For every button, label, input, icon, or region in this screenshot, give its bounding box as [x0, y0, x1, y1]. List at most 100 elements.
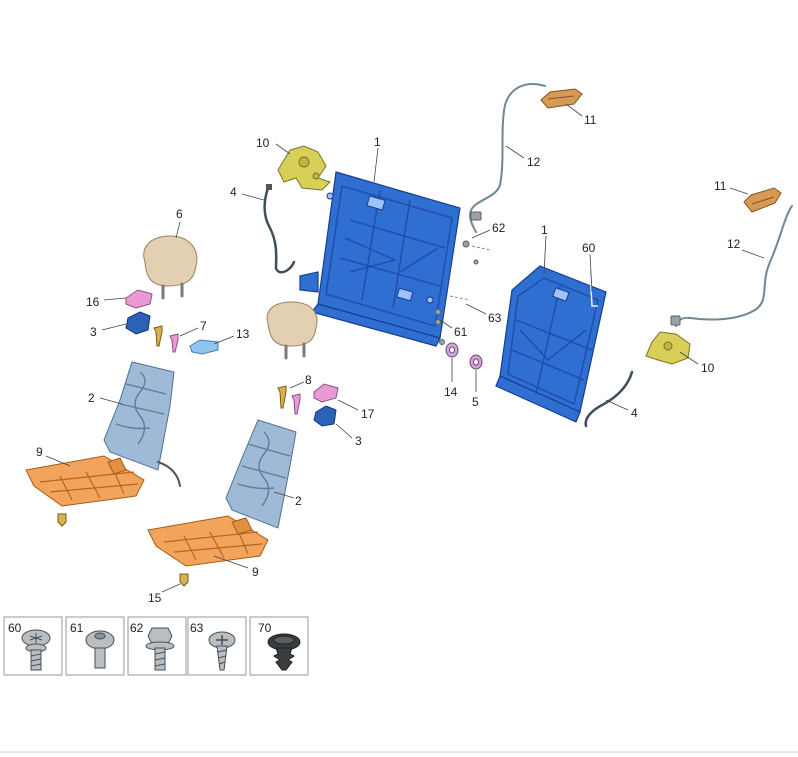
callout-label: 61	[454, 325, 468, 339]
callout-6: 6	[175, 207, 183, 239]
dome-head-torx-bolt-icon	[85, 630, 115, 669]
callout-label: 62	[492, 221, 506, 235]
callout-label: 11	[714, 179, 727, 193]
cable-4-upper	[263, 184, 296, 274]
callout-2-b: 2	[273, 491, 302, 508]
fastener-legend: 60 61 62	[3, 616, 309, 676]
bracket-17	[313, 383, 339, 403]
callout-label: 4	[631, 406, 638, 420]
frame-bolt-group	[435, 240, 491, 345]
seatback-frame-1-right	[495, 265, 607, 423]
callout-4-a: 4	[230, 185, 265, 201]
phillips-pan-screw-icon	[208, 631, 236, 671]
cushion-pad-9-left	[25, 455, 145, 507]
hex-flange-bolt-icon	[145, 627, 175, 671]
callout-1-b: 1	[541, 223, 548, 275]
bushing-5	[469, 354, 483, 370]
release-cable-12-left	[468, 83, 546, 233]
guide-sleeve-3-left	[125, 311, 151, 335]
callout-13: 13	[213, 327, 250, 345]
release-cable-12-right	[670, 205, 793, 327]
callout-17: 17	[337, 399, 375, 421]
callout-label: 8	[305, 373, 312, 387]
callout-1-a: 1	[373, 135, 381, 183]
callout-3-b: 3	[335, 423, 362, 448]
cushion-pad-9-right	[147, 515, 269, 567]
callout-10-b: 10	[679, 351, 715, 375]
push-in-clip-rivet-icon	[267, 633, 301, 671]
callout-label: 12	[727, 237, 741, 251]
callout-60: 60	[582, 241, 596, 293]
callout-9-b: 9	[213, 555, 259, 579]
callout-5: 5	[472, 370, 479, 409]
release-handle-11-right	[743, 187, 782, 213]
callout-label: 3	[90, 325, 97, 339]
seat-latch-10-upper	[277, 145, 331, 191]
callout-label: 14	[444, 385, 458, 399]
headrest-6-left	[143, 235, 198, 300]
callout-label: 9	[252, 565, 259, 579]
callout-7: 7	[179, 319, 207, 337]
callout-label: 1	[541, 223, 548, 237]
fastener-label: 62	[130, 621, 144, 635]
callout-label: 12	[527, 155, 541, 169]
backrest-pad-2-right	[225, 419, 297, 529]
callout-label: 17	[361, 407, 375, 421]
callout-label: 1	[374, 135, 381, 149]
callout-61: 61	[439, 319, 468, 339]
bracket-16	[125, 289, 153, 309]
callout-14: 14	[444, 358, 458, 399]
callout-label: 11	[584, 113, 597, 127]
clip-15-lower	[179, 573, 189, 587]
fastener-label: 70	[258, 621, 272, 635]
fastener-box-62: 62	[127, 616, 187, 676]
callout-12-b: 12	[727, 237, 765, 259]
callout-16: 16	[86, 295, 127, 309]
callout-label: 5	[472, 395, 479, 409]
seatback-frame-1-large	[299, 171, 461, 347]
callout-label: 10	[701, 361, 715, 375]
bolt-8-pink	[291, 393, 301, 415]
callout-label: 13	[236, 327, 250, 341]
callout-label: 63	[488, 311, 502, 325]
fastener-box-61: 61	[65, 616, 125, 676]
callout-label: 9	[36, 445, 43, 459]
cover-13	[189, 339, 219, 355]
cable-4-lower	[584, 370, 634, 428]
fastener-label: 61	[70, 621, 84, 635]
seat-latch-10-right	[645, 331, 691, 365]
bushing-14	[445, 342, 459, 358]
fastener-label: 63	[190, 621, 204, 635]
callout-label: 6	[176, 207, 183, 221]
fastener-box-70: 70	[249, 616, 309, 676]
bolt-8-gold	[277, 385, 287, 409]
bolt-7-gold	[153, 325, 163, 347]
fastener-label: 60	[8, 621, 22, 635]
callout-9-a: 9	[36, 445, 71, 467]
fastener-box-63: 63	[187, 616, 247, 676]
callout-8: 8	[289, 373, 312, 389]
callout-label: 2	[295, 494, 302, 508]
callout-label: 15	[148, 591, 162, 605]
callout-label: 7	[200, 319, 207, 333]
release-handle-11-upper	[540, 88, 583, 109]
callout-3-a: 3	[90, 323, 127, 339]
callout-10-a: 10	[256, 136, 291, 155]
callout-label: 60	[582, 241, 596, 255]
callout-15: 15	[148, 583, 181, 605]
fastener-box-60: 60	[3, 616, 63, 676]
bolt-7-pink	[169, 333, 179, 353]
callout-label: 10	[256, 136, 270, 150]
callout-62: 62	[471, 221, 506, 239]
guide-sleeve-3-right	[313, 405, 337, 427]
callout-label: 4	[230, 185, 237, 199]
callout-label: 3	[355, 434, 362, 448]
callout-11-b: 11	[714, 179, 749, 195]
callout-label: 2	[88, 391, 95, 405]
clip-15-upper	[57, 513, 67, 527]
pan-head-torx-screw-with-washer-icon	[21, 629, 51, 671]
headrest-6-right	[266, 301, 318, 360]
callout-11-a: 11	[565, 103, 597, 127]
callout-2-a: 2	[88, 391, 123, 405]
